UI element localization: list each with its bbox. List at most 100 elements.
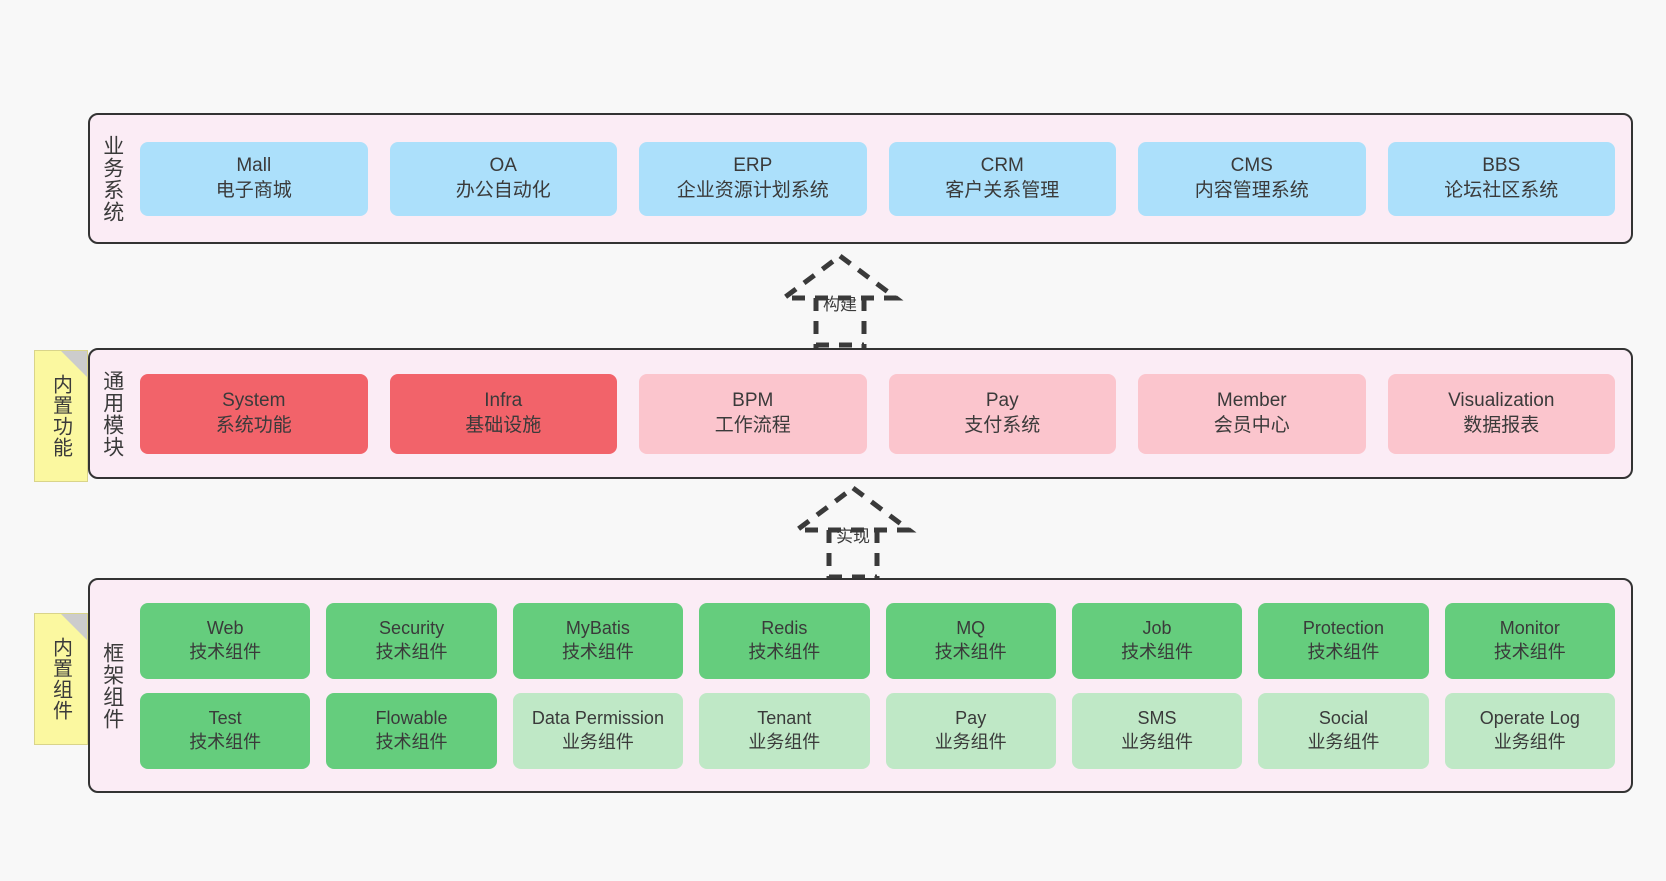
card-operate-log[interactable]: Operate Log 业务组件 bbox=[1444, 692, 1615, 769]
card-title: MQ bbox=[956, 618, 986, 639]
card-title: ERP bbox=[733, 155, 773, 177]
card-title: Member bbox=[1216, 390, 1287, 412]
card-title: Flowable bbox=[375, 708, 448, 729]
card-subtitle: 客户关系管理 bbox=[945, 179, 1060, 201]
card-title: OA bbox=[489, 155, 517, 177]
card-mq[interactable]: MQ 技术组件 bbox=[885, 602, 1056, 679]
layer-body-common-modules: System 系统功能 Infra 基础设施 BPM 工作流程 Pay 支付系统… bbox=[134, 350, 1631, 477]
card-bbs[interactable]: BBS 论坛社区系统 bbox=[1387, 141, 1615, 216]
card-title: Pay bbox=[955, 708, 987, 729]
card-erp[interactable]: ERP 企业资源计划系统 bbox=[639, 141, 867, 216]
card-title: System bbox=[222, 390, 286, 412]
card-title: SMS bbox=[1137, 708, 1177, 729]
card-job[interactable]: Job 技术组件 bbox=[1071, 602, 1243, 679]
card-visualization[interactable]: Visualization 数据报表 bbox=[1387, 373, 1615, 454]
card-social[interactable]: Social 业务组件 bbox=[1258, 692, 1429, 769]
card-title: Data Permission bbox=[531, 708, 664, 729]
card-subtitle: 业务组件 bbox=[934, 731, 1007, 752]
card-row: System 系统功能 Infra 基础设施 BPM 工作流程 Pay 支付系统… bbox=[140, 373, 1615, 454]
card-row: Web 技术组件 Security 技术组件 MyBatis 技术组件 Redi… bbox=[140, 602, 1615, 679]
card-subtitle: 数据报表 bbox=[1463, 414, 1540, 436]
card-subtitle: 技术组件 bbox=[934, 641, 1007, 662]
card-subtitle: 会员中心 bbox=[1213, 414, 1290, 436]
card-title: BBS bbox=[1482, 155, 1521, 177]
card-subtitle: 工作流程 bbox=[714, 414, 791, 436]
card-subtitle: 业务组件 bbox=[561, 731, 634, 752]
card-crm[interactable]: CRM 客户关系管理 bbox=[888, 141, 1116, 216]
card-tenant[interactable]: Tenant 业务组件 bbox=[699, 692, 870, 769]
card-mall[interactable]: Mall 电子商城 bbox=[140, 141, 368, 216]
card-subtitle: 办公自动化 bbox=[455, 179, 551, 201]
card-title: CMS bbox=[1230, 155, 1273, 177]
layer-business-systems: 业务系统 Mall 电子商城 OA 办公自动化 ERP 企业资源计划系统 CRM… bbox=[88, 113, 1633, 244]
layer-label-common-modules: 通用模块 bbox=[100, 369, 124, 458]
card-subtitle: 技术组件 bbox=[1493, 641, 1566, 662]
card-title: MyBatis bbox=[565, 618, 630, 639]
layer-common-modules: 通用模块 System 系统功能 Infra 基础设施 BPM 工作流程 Pay… bbox=[88, 348, 1633, 479]
card-mybatis[interactable]: MyBatis 技术组件 bbox=[512, 602, 684, 679]
card-subtitle: 电子商城 bbox=[215, 179, 292, 201]
card-subtitle: 支付系统 bbox=[964, 414, 1041, 436]
card-cms[interactable]: CMS 内容管理系统 bbox=[1138, 141, 1366, 216]
layer-label-framework-components: 框架组件 bbox=[100, 641, 124, 730]
card-title: Infra bbox=[484, 390, 523, 412]
card-data-permission[interactable]: Data Permission 业务组件 bbox=[512, 692, 684, 769]
card-subtitle: 技术组件 bbox=[561, 641, 634, 662]
card-subtitle: 业务组件 bbox=[1121, 731, 1194, 752]
card-redis[interactable]: Redis 技术组件 bbox=[699, 602, 870, 679]
card-title: Test bbox=[208, 708, 242, 729]
card-row: Mall 电子商城 OA 办公自动化 ERP 企业资源计划系统 CRM 客户关系… bbox=[140, 141, 1615, 216]
card-web[interactable]: Web 技术组件 bbox=[140, 602, 311, 679]
card-title: Mall bbox=[236, 155, 272, 177]
card-security[interactable]: Security 技术组件 bbox=[326, 602, 497, 679]
sticky-note-builtin-features: 内置功能 bbox=[34, 350, 88, 482]
card-title: BPM bbox=[732, 390, 774, 412]
layer-body-framework-components: Web 技术组件 Security 技术组件 MyBatis 技术组件 Redi… bbox=[134, 580, 1631, 791]
card-title: Visualization bbox=[1448, 390, 1555, 412]
card-test[interactable]: Test 技术组件 bbox=[140, 692, 311, 769]
connector-build-arrow: 构建 bbox=[760, 252, 920, 348]
card-title: Security bbox=[379, 618, 445, 639]
card-subtitle: 技术组件 bbox=[1307, 641, 1380, 662]
card-sms[interactable]: SMS 业务组件 bbox=[1071, 692, 1243, 769]
card-oa[interactable]: OA 办公自动化 bbox=[389, 141, 617, 216]
card-subtitle: 业务组件 bbox=[1307, 731, 1380, 752]
card-flowable[interactable]: Flowable 技术组件 bbox=[326, 692, 497, 769]
folded-corner-icon bbox=[61, 351, 87, 377]
card-subtitle: 业务组件 bbox=[748, 731, 821, 752]
card-title: Tenant bbox=[757, 708, 812, 729]
card-title: Social bbox=[1318, 708, 1368, 729]
card-bpm[interactable]: BPM 工作流程 bbox=[639, 373, 867, 454]
card-title: Redis bbox=[761, 618, 808, 639]
card-pay-component[interactable]: Pay 业务组件 bbox=[885, 692, 1056, 769]
card-title: Protection bbox=[1302, 618, 1384, 639]
sticky-note-builtin-components: 内置组件 bbox=[34, 613, 88, 745]
card-infra[interactable]: Infra 基础设施 bbox=[389, 373, 617, 454]
card-system[interactable]: System 系统功能 bbox=[140, 373, 368, 454]
card-subtitle: 内容管理系统 bbox=[1194, 179, 1309, 201]
card-title: Monitor bbox=[1499, 618, 1560, 639]
card-subtitle: 业务组件 bbox=[1493, 731, 1566, 752]
card-protection[interactable]: Protection 技术组件 bbox=[1258, 602, 1429, 679]
card-title: Pay bbox=[985, 390, 1019, 412]
card-monitor[interactable]: Monitor 技术组件 bbox=[1444, 602, 1615, 679]
connector-implement-arrow: 实现 bbox=[773, 484, 933, 580]
card-subtitle: 企业资源计划系统 bbox=[676, 179, 829, 201]
folded-corner-icon bbox=[61, 614, 87, 640]
sticky-note-label: 内置组件 bbox=[49, 637, 72, 721]
card-subtitle: 技术组件 bbox=[748, 641, 821, 662]
card-title: Operate Log bbox=[1479, 708, 1580, 729]
layer-framework-components: 框架组件 Web 技术组件 Security 技术组件 MyBatis 技术组件… bbox=[88, 578, 1633, 793]
card-member[interactable]: Member 会员中心 bbox=[1138, 373, 1366, 454]
card-subtitle: 技术组件 bbox=[1121, 641, 1194, 662]
card-row: Test 技术组件 Flowable 技术组件 Data Permission … bbox=[140, 692, 1615, 769]
sticky-note-label: 内置功能 bbox=[49, 374, 72, 458]
card-title: Web bbox=[206, 618, 244, 639]
layer-label-business-systems: 业务系统 bbox=[100, 134, 124, 223]
card-subtitle: 技术组件 bbox=[189, 641, 262, 662]
card-pay-module[interactable]: Pay 支付系统 bbox=[888, 373, 1116, 454]
layer-body-business-systems: Mall 电子商城 OA 办公自动化 ERP 企业资源计划系统 CRM 客户关系… bbox=[134, 115, 1631, 242]
card-subtitle: 论坛社区系统 bbox=[1444, 179, 1559, 201]
card-subtitle: 技术组件 bbox=[375, 641, 448, 662]
card-subtitle: 技术组件 bbox=[189, 731, 262, 752]
